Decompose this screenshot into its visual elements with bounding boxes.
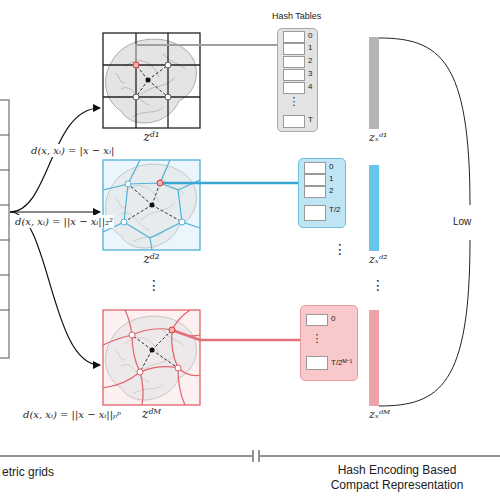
ellipsis: ⋮ [333, 240, 347, 258]
section-title: Hash Encoding Based Compact Representati… [322, 463, 472, 493]
table-index: 0 [329, 162, 333, 171]
feature-label: zₓᵈᴹ [369, 408, 390, 422]
grid-label: zᵈ¹ [103, 130, 200, 144]
grid-panel: zᵈᴹ [103, 310, 200, 405]
table-index: 2 [329, 186, 333, 195]
feature-bar: zₓᵈᴹ [369, 310, 379, 406]
feature-bar: zₓᵈ² [369, 165, 379, 251]
table-cell [283, 69, 305, 81]
hash-table: 0 1 2T/2 [298, 158, 346, 228]
grid-panel: zᵈ¹ [103, 33, 200, 128]
distance-formula: d(x, xᵢ) = |x − xᵢ| [30, 144, 115, 157]
table-index: 2 [308, 56, 312, 65]
table-cell [304, 186, 326, 198]
ellipsis: ⋮ [283, 95, 305, 108]
table-heading: Hash Tables [272, 11, 321, 22]
ellipsis: ⋮ [147, 276, 161, 294]
table-cell [304, 174, 326, 186]
table-index: 1 [329, 174, 333, 183]
hash-table: 0⋮T/2ᴹ⁻¹ [300, 305, 358, 381]
table-cell [304, 205, 326, 221]
curved-grid [103, 310, 200, 405]
table-index: 4 [308, 82, 312, 91]
feature-bar: zₓᵈ¹ [369, 37, 379, 129]
table-index: T/2ᴹ⁻¹ [331, 356, 352, 367]
ellipsis: ⋮ [306, 332, 328, 345]
table-index: T/2 [329, 205, 341, 214]
input-column [0, 100, 9, 358]
table-cell [283, 82, 305, 94]
table-cell [283, 56, 305, 68]
table-cell [283, 31, 305, 43]
table-index: T [308, 115, 313, 124]
section-title: etric grids [2, 465, 54, 480]
grid-panel: zᵈ² [103, 160, 200, 250]
table-index: 0 [331, 314, 335, 323]
table-cell [283, 43, 305, 55]
table-index: 0 [308, 31, 312, 40]
distance-formula: d(x, xᵢ) = ||x − xᵢ||ₚᵖ [22, 408, 122, 421]
table-cell [283, 115, 305, 128]
cut-label: Low [453, 215, 471, 228]
square-grid [103, 33, 200, 128]
hash-link [200, 339, 300, 342]
feature-label: zₓᵈ¹ [369, 131, 388, 145]
table-cell [306, 314, 328, 326]
feature-label: zₓᵈ² [369, 253, 388, 267]
table-cell [304, 162, 326, 174]
distance-formula: d(x, xᵢ) = ||x − xᵢ||₂² [14, 215, 114, 228]
grid-label: zᵈ² [103, 252, 200, 266]
table-index: 1 [308, 43, 312, 52]
hash-table: 0 1 2 3 4⋮T [277, 28, 318, 132]
table-cell [306, 356, 328, 370]
section-rule [0, 450, 500, 462]
ellipsis: ⋮ [371, 276, 385, 294]
voronoi-grid [103, 160, 200, 250]
hash-link [200, 182, 298, 185]
table-index: 3 [308, 69, 312, 78]
hash-link [200, 44, 277, 46]
